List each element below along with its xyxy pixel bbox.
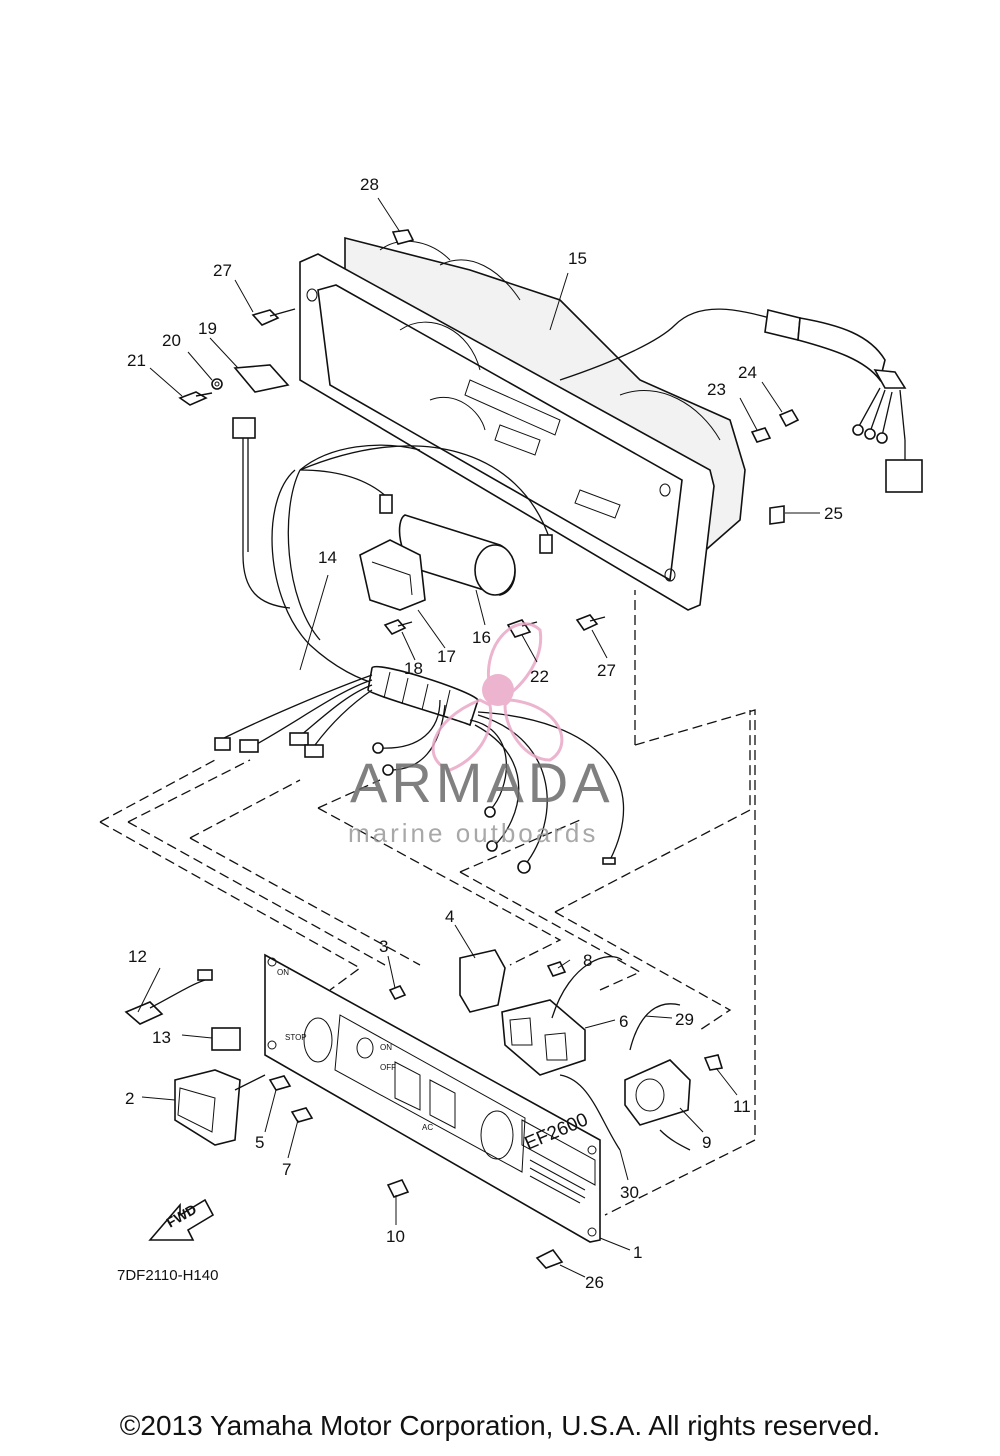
assembly-guide-lines — [99, 590, 756, 1216]
callout-9: 9 — [702, 1133, 711, 1152]
armada-watermark: ARMADA marine outboards — [348, 622, 614, 848]
forward-arrow-icon: FWD — [148, 1198, 215, 1241]
callout-labels: 28 27 15 19 20 21 23 24 25 14 16 17 18 2… — [117, 175, 843, 1292]
callout-19: 19 — [198, 319, 217, 338]
callout-7: 7 — [282, 1160, 291, 1179]
watermark-title: ARMADA — [350, 751, 614, 814]
front-panel: ON STOP ON OFF AC EF2600 — [264, 953, 601, 1243]
callout-11: 11 — [733, 1097, 751, 1116]
diagram-code: 7DF2110-H140 — [117, 1267, 218, 1284]
callout-23: 23 — [707, 380, 726, 399]
main-wire-harness — [214, 444, 625, 874]
callout-15: 15 — [568, 249, 587, 268]
callout-4: 4 — [445, 907, 454, 926]
panel-ac-label: AC — [422, 1123, 433, 1132]
panel-switch-off-label: OFF — [380, 1063, 396, 1072]
callout-3: 3 — [379, 937, 388, 956]
callout-5: 5 — [255, 1133, 264, 1152]
callout-21: 21 — [127, 351, 146, 370]
callout-20: 20 — [162, 331, 181, 350]
capacitor — [359, 408, 800, 638]
callout-16: 16 — [472, 628, 491, 647]
watermark-logo-icon — [482, 674, 514, 706]
callout-12: 12 — [128, 947, 147, 966]
callout-22: 22 — [530, 667, 549, 686]
callout-28: 28 — [360, 175, 379, 194]
callout-6: 6 — [619, 1012, 628, 1031]
callout-25: 25 — [824, 504, 843, 523]
callout-26: 26 — [585, 1273, 604, 1292]
callout-30: 30 — [620, 1183, 639, 1202]
watermark-subtitle: marine outboards — [348, 818, 598, 848]
callout-1: 1 — [633, 1243, 642, 1262]
callout-10: 10 — [386, 1227, 405, 1246]
callout-18: 18 — [404, 659, 423, 678]
outlet-wire-harness — [559, 308, 923, 493]
callout-27-lower: 27 — [597, 661, 616, 680]
callout-14: 14 — [318, 548, 337, 567]
callout-24: 24 — [738, 363, 757, 382]
callout-17: 17 — [437, 647, 456, 666]
copyright-notice: ©2013 Yamaha Motor Corporation, U.S.A. A… — [119, 1410, 881, 1441]
panel-components — [124, 949, 724, 1269]
panel-switch-on-label: ON — [380, 1043, 392, 1052]
callout-29: 29 — [675, 1010, 694, 1029]
callout-27: 27 — [213, 261, 232, 280]
panel-stop-label: STOP — [285, 1033, 307, 1042]
panel-on-label: ON — [277, 968, 289, 977]
callout-2: 2 — [125, 1089, 134, 1108]
leader-lines — [137, 197, 820, 1278]
callout-13: 13 — [152, 1028, 171, 1047]
callout-8: 8 — [583, 951, 592, 970]
relay-bracket — [178, 229, 415, 609]
